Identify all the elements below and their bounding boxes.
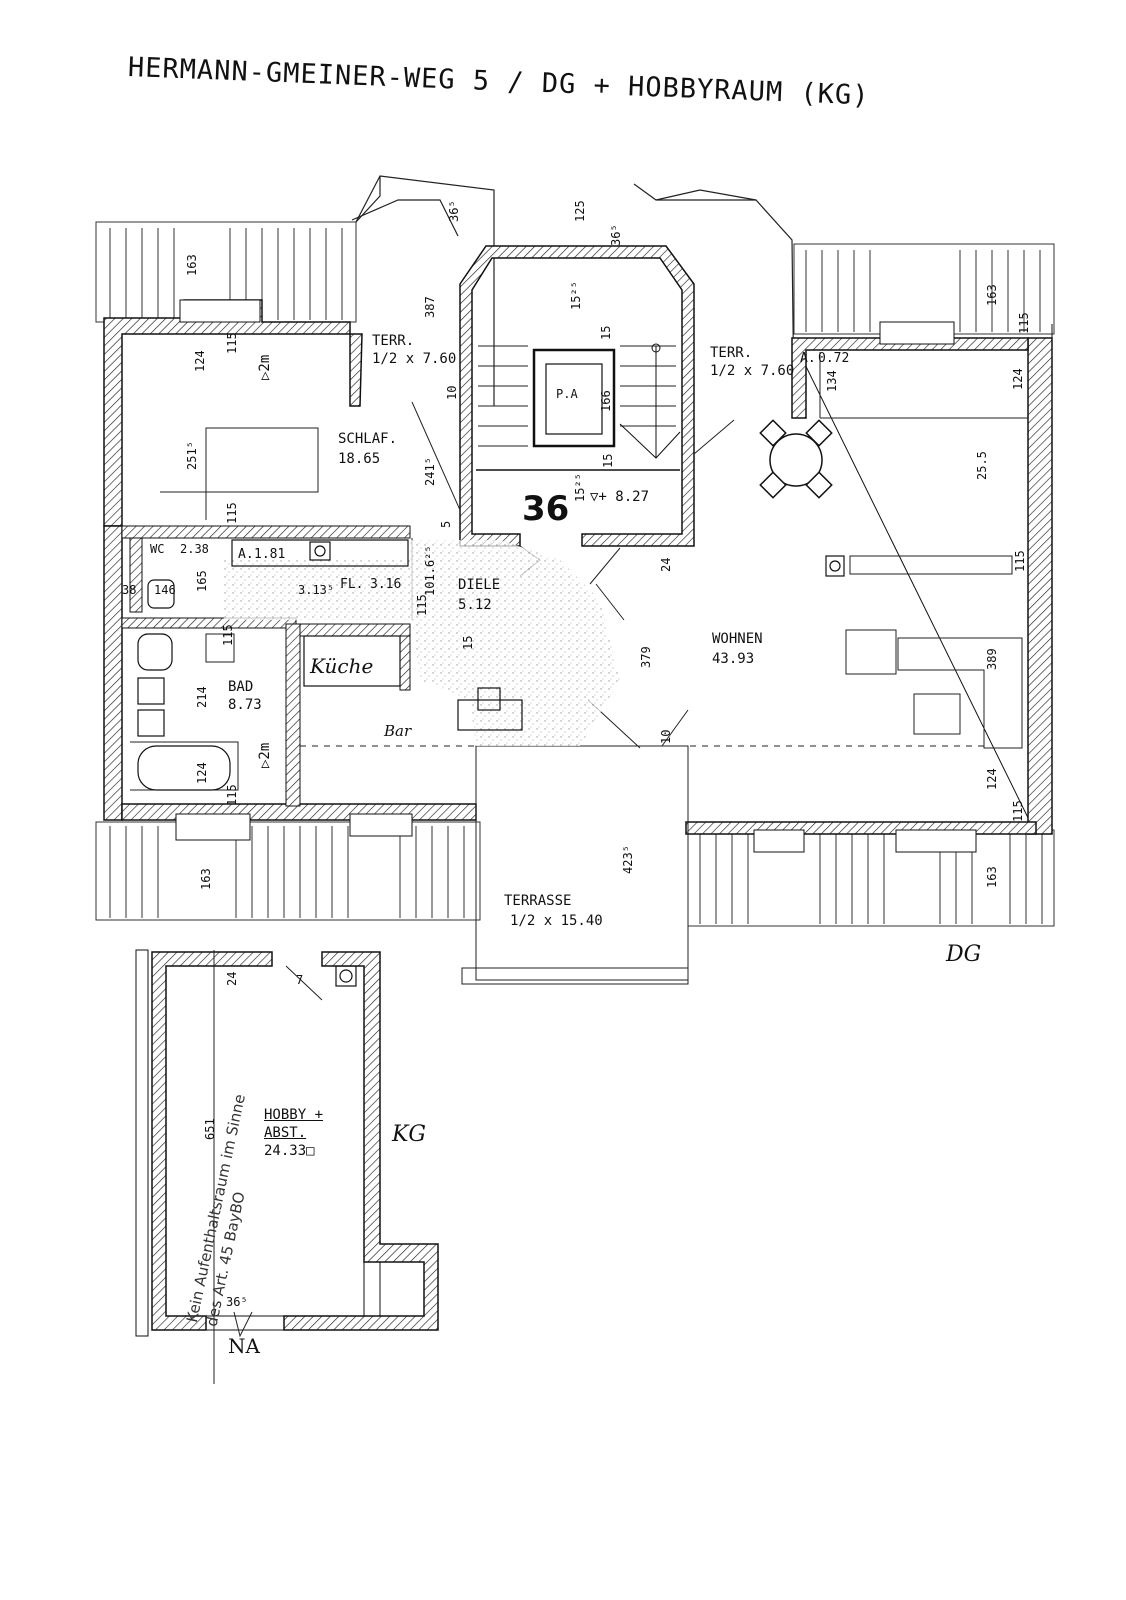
dim-label: 38	[122, 583, 137, 597]
dim-label: 115	[225, 332, 239, 354]
room-area-wohnen: 43.93	[712, 651, 755, 667]
room-name-a072: A.	[800, 351, 816, 366]
headroom-mark-bad: ▷2m	[257, 742, 273, 768]
dim-label: 115	[415, 594, 429, 616]
dim-label: 10	[659, 729, 673, 744]
dim-label: 423⁵	[621, 845, 635, 874]
dim-label: 124	[195, 762, 209, 784]
room-name-abstell: A.	[238, 547, 254, 562]
room-area-diele: 5.12	[458, 597, 492, 613]
room-area-a072: 0.72	[818, 351, 850, 366]
dim-label: 166	[599, 390, 613, 412]
floor-label-dg: DG	[946, 942, 982, 967]
dim-label: 125	[573, 200, 587, 222]
room-name-bar: Bar	[384, 722, 412, 740]
floor-label-kg: KG	[392, 1122, 427, 1147]
room-area-terr-right: 1/2 x 7.60	[710, 363, 795, 379]
dim-label: 3.13⁵	[298, 583, 335, 597]
dormers	[351, 175, 795, 407]
room-area-abstell: 1.81	[254, 547, 286, 562]
dim-label: 379	[639, 646, 653, 668]
room-name-schlaf: SCHLAF.	[338, 431, 398, 447]
room-name-flur: FL.	[340, 577, 364, 592]
roof-eaves	[95, 221, 1055, 927]
dim-label: 124	[193, 350, 207, 372]
dim-label: 25.5	[975, 451, 989, 480]
room-area-schlaf: 18.65	[338, 451, 381, 467]
room-area-bad: 8.73	[228, 697, 262, 713]
room-name-hobby-2: ABST.	[264, 1125, 307, 1141]
dim-label: 15	[461, 635, 475, 650]
interior-lines	[130, 352, 1028, 985]
dim-label: 163	[985, 284, 999, 306]
handwritten-mark-na: NA	[228, 1334, 260, 1358]
room-area-flur: 3.16	[370, 577, 402, 592]
headroom-mark-schlaf: ▷2m	[257, 354, 273, 380]
stair-tower	[459, 245, 695, 547]
dim-label: 241⁵	[423, 457, 437, 486]
dim-label: 115	[225, 784, 239, 806]
dim-label: 163	[199, 868, 213, 890]
room-name-diele: DIELE	[458, 577, 501, 593]
room-name-kueche: Küche	[310, 654, 374, 678]
dim-label: 5	[439, 520, 453, 528]
diele-floor-shading	[224, 540, 620, 746]
left-wing-walls	[103, 299, 477, 841]
room-area-wc: 2.38	[180, 542, 209, 556]
room-name-pa: P.A	[556, 387, 578, 401]
dim-label: 651	[203, 1118, 217, 1140]
room-area-hobby: 24.33□	[264, 1143, 315, 1159]
dim-label: 115	[221, 624, 235, 646]
dim-label: 115	[1011, 800, 1025, 822]
room-name-hobby: HOBBY +	[264, 1107, 324, 1123]
dim-label: 163	[185, 254, 199, 276]
dim-label: 36⁵	[226, 1295, 248, 1309]
dim-label: 36⁵	[609, 224, 623, 246]
dim-label: 387	[423, 296, 437, 318]
dim-label: 36⁵	[447, 200, 461, 222]
room-name-terrasse: TERRASSE	[504, 893, 572, 909]
unit-number: 36	[522, 489, 570, 529]
stair-level: ▽+ 8.27	[590, 489, 650, 505]
right-wing-walls	[685, 321, 1053, 853]
room-name-wc: WC	[150, 542, 165, 556]
dim-label: 124	[1011, 368, 1025, 390]
room-name-terr-right: TERR.	[710, 345, 753, 361]
room-name-terr-left: TERR.	[372, 333, 415, 349]
dim-label: 7	[296, 973, 304, 987]
dim-label: 115	[225, 502, 239, 524]
dim-label: 15²⁵	[569, 281, 583, 310]
kg-walls	[135, 949, 439, 1384]
dim-label: 134	[825, 370, 839, 392]
dim-label: 115	[1017, 312, 1031, 334]
dim-label: 15²⁵	[573, 473, 587, 502]
dim-label: 10	[445, 385, 459, 400]
room-area-terrasse: 1/2 x 15.40	[510, 913, 603, 929]
dim-label: 115	[1013, 550, 1027, 572]
dim-label: 24	[659, 557, 673, 572]
dim-label: 165	[195, 570, 209, 592]
dim-label: 389	[985, 648, 999, 670]
room-name-bad: BAD	[228, 679, 254, 695]
dim-label: 15	[601, 453, 615, 468]
dim-label: 146	[154, 583, 176, 597]
room-name-wohnen: WOHNEN	[712, 631, 763, 647]
dim-label: 15	[599, 325, 613, 340]
dim-label: 251⁵	[185, 441, 199, 470]
dim-label: 101.6²⁵	[423, 545, 437, 596]
room-area-terr-left: 1/2 x 7.60	[372, 351, 457, 367]
dim-label: 214	[195, 686, 209, 708]
dim-label: 24	[225, 971, 239, 986]
dining-table	[759, 419, 833, 499]
dim-label: 163	[985, 866, 999, 888]
dim-label: 124	[985, 768, 999, 790]
